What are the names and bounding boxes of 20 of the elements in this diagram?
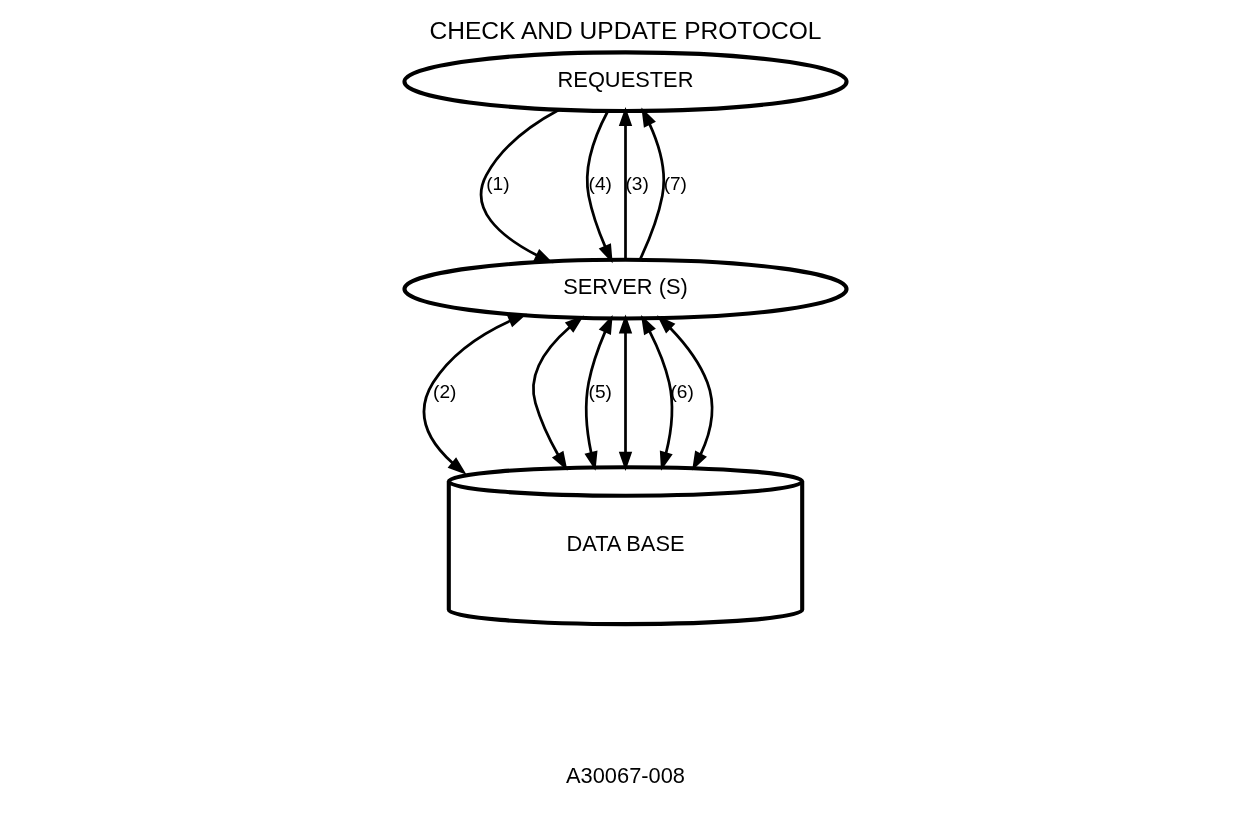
edge-label: (6) (670, 380, 694, 402)
edge-label: (2) (433, 380, 457, 402)
edge-label: (1) (486, 173, 510, 195)
arrow (584, 314, 613, 471)
edge-label: (7) (663, 173, 687, 195)
label: A30067-008 (566, 763, 685, 789)
arrow (618, 106, 633, 260)
node-ellipse: REQUESTER (402, 50, 849, 114)
diagram-title: CHECK AND UPDATE PROTOCOL (429, 17, 822, 45)
arrow (532, 315, 584, 471)
edge-label: (5) (588, 380, 612, 402)
arrow (422, 313, 528, 475)
arrow (638, 107, 666, 261)
node-ellipse: SERVER (S) (402, 257, 849, 321)
arrow (640, 315, 674, 471)
arrow (618, 314, 633, 471)
arrow (479, 108, 560, 264)
edge-label: (4) (588, 173, 612, 195)
arrow (657, 315, 714, 471)
arrow (585, 110, 613, 264)
